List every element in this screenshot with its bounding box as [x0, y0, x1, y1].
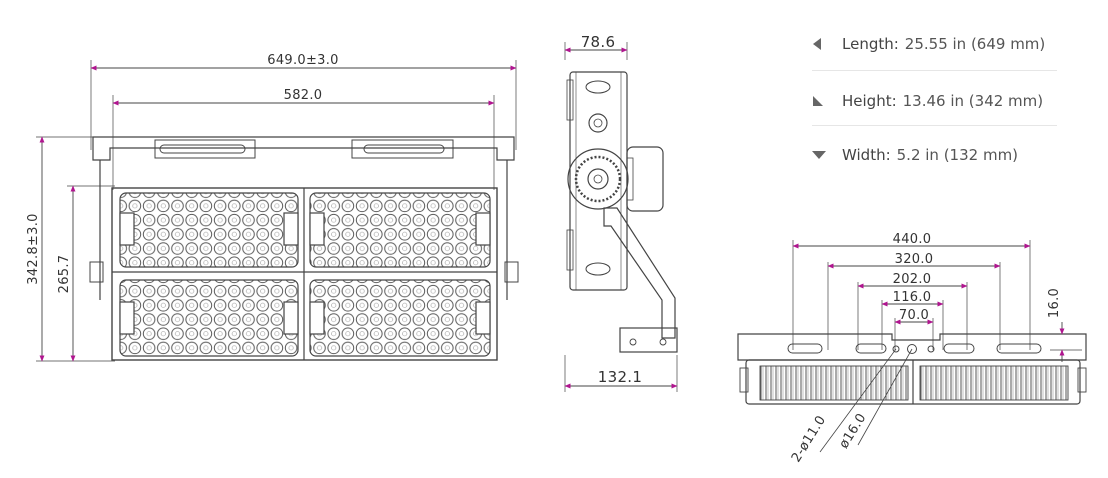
triangle-down-icon: [812, 150, 842, 160]
spec-separator: [812, 70, 1057, 71]
side-dimensions: [564, 47, 678, 389]
spec-height-value: 13.46 in (342 mm): [902, 92, 1044, 110]
bottom-dim-70-label: 70.0: [899, 308, 929, 323]
spec-length-value: 25.55 in (649 mm): [904, 35, 1046, 53]
spec-width: Width: 5.2 in (132 mm): [812, 141, 1082, 169]
side-top-width-label: 78.6: [581, 33, 616, 51]
spec-separator: [812, 125, 1057, 126]
hole-callout-a-label: 2-ø11.0: [789, 413, 829, 465]
triangle-left-icon: [812, 38, 842, 50]
front-view: [36, 60, 519, 362]
bottom-dim-440-label: 440.0: [893, 232, 932, 247]
side-bottom-width-label: 132.1: [598, 368, 642, 386]
front-overall-width-label: 649.0±3.0: [267, 53, 338, 68]
bottom-dim-116-label: 116.0: [893, 290, 932, 305]
bottom-dimensions: [792, 243, 1065, 362]
bottom-dim-202-label: 202.0: [893, 272, 932, 287]
bottom-depth-label: 16.0: [1047, 288, 1062, 318]
hole-callout-b-label: ø16.0: [836, 411, 869, 452]
side-view: [564, 42, 678, 392]
front-inner-height-label: 265.7: [57, 255, 72, 294]
front-overall-height-label: 342.8±3.0: [26, 213, 41, 284]
spec-height-label: Height:: [842, 92, 897, 110]
front-inner-width-label: 582.0: [284, 88, 323, 103]
spec-length: Length: 25.55 in (649 mm): [812, 30, 1082, 58]
front-dimensions: [39, 65, 517, 362]
spec-height: Height: 13.46 in (342 mm): [812, 87, 1082, 115]
spec-width-value: 5.2 in (132 mm): [896, 146, 1019, 164]
triangle-corner-icon: [812, 95, 842, 107]
bottom-view: [737, 240, 1087, 453]
spec-width-label: Width:: [842, 146, 891, 164]
bottom-dim-320-label: 320.0: [895, 252, 934, 267]
spec-length-label: Length:: [842, 35, 899, 53]
